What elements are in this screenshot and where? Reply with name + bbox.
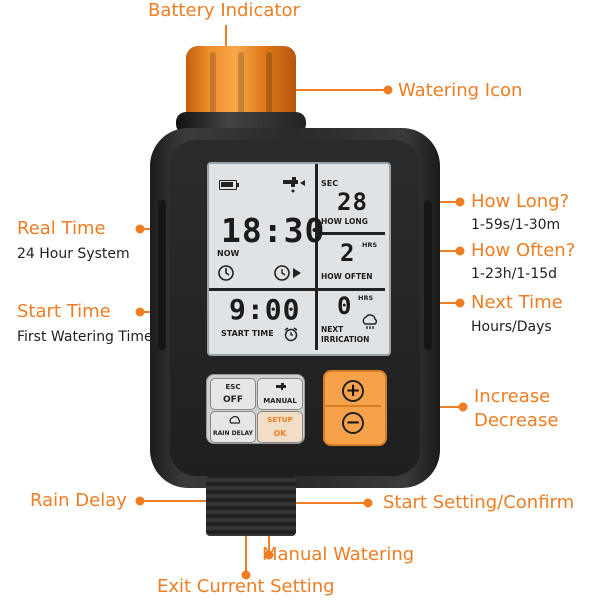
- faucet-icon: [276, 383, 286, 390]
- faucet-rib: [266, 52, 272, 116]
- clock-display: 18:30: [221, 211, 326, 250]
- lcd-divider: [315, 164, 318, 350]
- manual-label: MANUAL: [263, 397, 297, 405]
- cycle-icon: [274, 265, 301, 281]
- lcd-screen: 18:30 NOW 9:00 START TIME SEC 28 HOW LON…: [207, 162, 391, 356]
- setup-ok-button[interactable]: SETUP OK: [257, 411, 303, 443]
- rain-delay-label: RAIN DELAY: [213, 430, 253, 437]
- next-label: NEXT: [321, 325, 344, 334]
- side-grip-left: [158, 200, 166, 350]
- rain-delay-button[interactable]: RAIN DELAY: [210, 411, 256, 443]
- start-time-sub: First Watering Time: [17, 329, 153, 345]
- watering-icon-label: Watering Icon: [398, 80, 523, 101]
- esc-label: ESC: [225, 383, 241, 391]
- rain-cloud-icon: [362, 314, 377, 329]
- manual-button[interactable]: MANUAL: [257, 378, 303, 410]
- faucet-rib: [238, 52, 244, 116]
- lcd-divider: [209, 288, 385, 291]
- increase-decrease-buttons: + −: [323, 370, 387, 446]
- how-often-label: HOW OFTEN: [321, 272, 373, 281]
- how-long-label: How Long?: [471, 191, 570, 212]
- side-grip-right: [424, 200, 432, 350]
- battery-icon: [219, 180, 239, 190]
- button-divider: [325, 405, 381, 407]
- off-label: OFF: [223, 395, 243, 405]
- manual-watering-label: Manual Watering: [262, 544, 415, 565]
- start-setting-label: Start Setting/Confirm: [383, 492, 575, 513]
- ok-label: OK: [273, 429, 287, 438]
- faucet-rib: [210, 52, 216, 116]
- button-panel: ESC OFF MANUAL RAIN DELAY SETUP OK: [206, 374, 305, 444]
- clock-icon: [218, 265, 234, 281]
- exit-setting-label: Exit Current Setting: [157, 576, 335, 597]
- decrease-label: Decrease: [474, 410, 559, 431]
- how-often-display: 2: [340, 239, 356, 267]
- how-long-label: HOW LONG: [321, 217, 368, 226]
- rain-cloud-icon: [229, 416, 241, 424]
- start-time-display: 9:00: [229, 293, 301, 326]
- increase-button[interactable]: +: [342, 380, 364, 402]
- real-time-label: Real Time: [17, 218, 106, 239]
- how-often-sub: 1-23h/1-15d: [471, 266, 558, 282]
- setup-label: SETUP: [267, 416, 293, 424]
- next-time-sub: Hours/Days: [471, 319, 552, 335]
- now-label: NOW: [217, 249, 240, 258]
- sec-label: SEC: [321, 179, 339, 188]
- increase-label: Increase: [474, 386, 551, 407]
- next-irrigation-display: 0: [337, 292, 353, 320]
- rain-delay-label: Rain Delay: [30, 490, 127, 511]
- battery-indicator-label: Battery Indicator: [148, 0, 300, 21]
- real-time-sub: 24 Hour System: [17, 246, 130, 262]
- next-time-label: Next Time: [471, 292, 563, 313]
- lcd-divider: [316, 232, 385, 235]
- hose-outlet: [206, 476, 296, 536]
- how-often-label: How Often?: [471, 240, 576, 261]
- start-time-label: START TIME: [221, 329, 274, 338]
- how-long-sub: 1-59s/1-30m: [471, 217, 561, 233]
- start-time-label: Start Time: [17, 301, 111, 322]
- irrigation-label: IRRICATION: [321, 335, 370, 344]
- esc-off-button[interactable]: ESC OFF: [210, 378, 256, 410]
- watering-icon: [283, 177, 305, 193]
- decrease-button[interactable]: −: [342, 412, 364, 434]
- alarm-clock-icon: [284, 327, 298, 342]
- next-irrigation-unit: HRS: [358, 294, 374, 302]
- how-often-unit: HRS: [362, 241, 378, 249]
- how-long-display: 28: [337, 188, 368, 216]
